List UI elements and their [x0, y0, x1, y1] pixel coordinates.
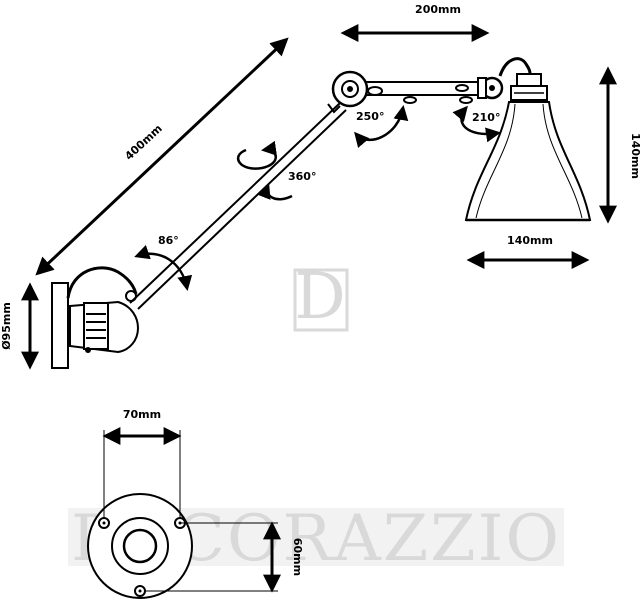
dim-shade-height: 140mm [599, 66, 642, 224]
dim-shade-width: 140mm [466, 234, 590, 269]
angle-shade-label: 210° [472, 111, 500, 124]
elbow-joint [327, 70, 383, 114]
angle-base: 86° [134, 234, 193, 291]
dim-mount-height-label: 60mm [291, 538, 304, 576]
dim-base-diameter: Ø95mm [0, 282, 39, 370]
shade-cable [498, 57, 532, 77]
angle-base-label: 86° [158, 234, 179, 247]
base-collar [83, 302, 109, 350]
dim-base-diameter-label: Ø95mm [0, 302, 13, 350]
dim-shade-width-label: 140mm [507, 234, 553, 247]
angle-elbow: 250° [354, 105, 409, 148]
dim-mount-height: 60mm [146, 521, 304, 593]
angle-rotation-label: 360° [288, 170, 316, 183]
dim-shade-height-label: 140mm [629, 133, 642, 179]
wall-plate [51, 282, 69, 369]
watermark-logo: D [293, 260, 349, 334]
shade-joint [477, 57, 532, 100]
upper-arm [366, 81, 488, 104]
dim-mount-width: 70mm [102, 408, 182, 518]
angle-elbow-label: 250° [356, 110, 384, 123]
angle-shade: 210° [452, 105, 501, 143]
lamp-shade [464, 73, 592, 222]
angle-rotation: 360° [236, 140, 316, 201]
dim-mount-width-label: 70mm [123, 408, 161, 421]
dim-arm-length-label: 400mm [122, 122, 164, 163]
watermark-logo-letter: D [294, 260, 347, 334]
dim-upper-arm: 200mm [340, 3, 490, 42]
dim-upper-arm-label: 200mm [415, 3, 461, 16]
wall-base [51, 266, 140, 369]
mounting-plate [87, 493, 193, 599]
